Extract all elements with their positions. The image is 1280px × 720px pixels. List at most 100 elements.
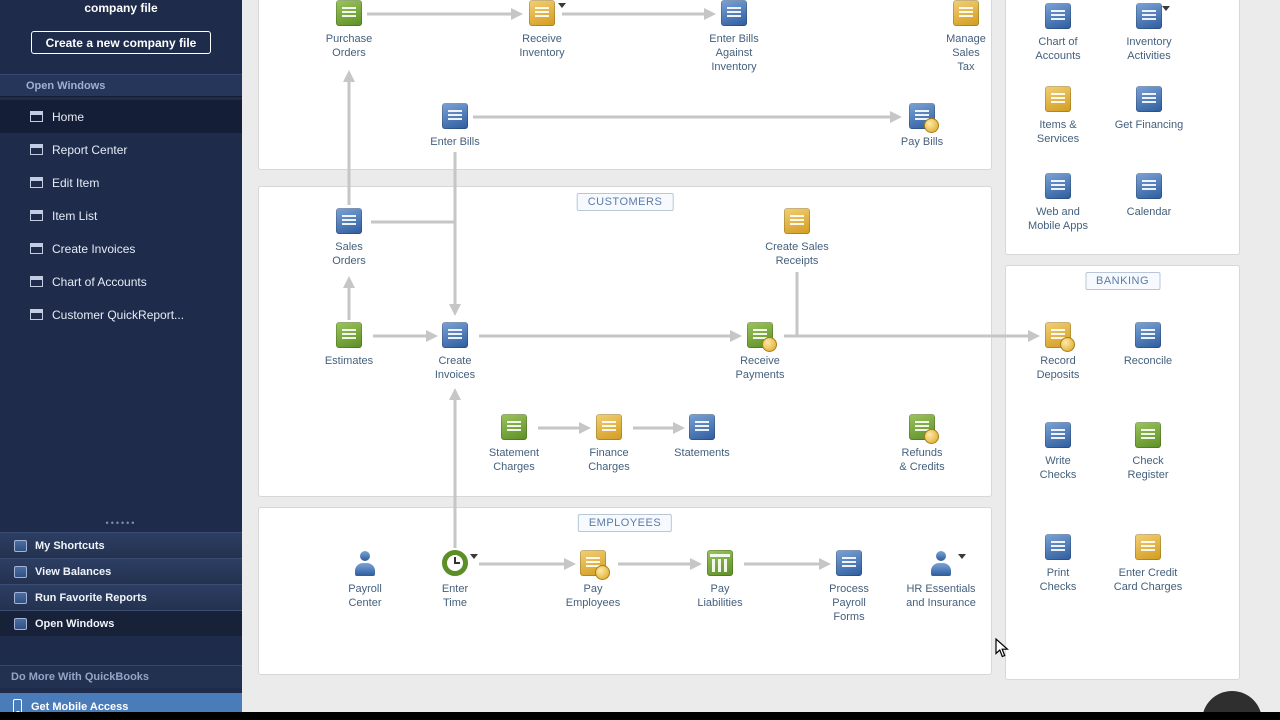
flow-item-get-financing[interactable]: Get Financing bbox=[1103, 86, 1195, 132]
do-more-header: Do More With QuickBooks bbox=[0, 665, 242, 688]
sidebar-item-label: Customer QuickReport... bbox=[52, 307, 185, 322]
vendors-panel bbox=[258, 0, 992, 170]
flow-item-purchase-orders[interactable]: Purchase Orders bbox=[303, 0, 395, 60]
sidebar-tab-open-windows[interactable]: Open Windows bbox=[0, 610, 242, 636]
sidebar-tab-my-shortcuts[interactable]: My Shortcuts bbox=[0, 532, 242, 558]
customers-panel: CUSTOMERS bbox=[258, 186, 992, 497]
flow-item-calendar[interactable]: Calendar bbox=[1103, 173, 1195, 219]
flow-item-statement-charges[interactable]: Statement Charges bbox=[468, 414, 560, 474]
customers-section-label: CUSTOMERS bbox=[576, 193, 674, 211]
sidebar-item-edit-item[interactable]: Edit Item bbox=[0, 166, 242, 199]
window-icon bbox=[30, 210, 43, 221]
receive-inventory-dropdown-caret[interactable] bbox=[558, 3, 566, 8]
flow-item-refunds-credits[interactable]: Refunds & Credits bbox=[876, 414, 968, 474]
window-icon bbox=[30, 144, 43, 155]
view-balances-icon bbox=[14, 565, 27, 578]
flow-item-create-sales-receipts[interactable]: Create Sales Receipts bbox=[751, 208, 843, 268]
window-icon bbox=[30, 243, 43, 254]
open-windows-list: Home Report Center Edit Item Item List C… bbox=[0, 100, 242, 331]
mouse-cursor bbox=[995, 638, 1009, 658]
sidebar-item-customer-quickreport[interactable]: Customer QuickReport... bbox=[0, 298, 242, 331]
flow-item-finance-charges[interactable]: Finance Charges bbox=[563, 414, 655, 474]
sidebar-item-home[interactable]: Home bbox=[0, 100, 242, 133]
employees-section-label: EMPLOYEES bbox=[577, 514, 673, 532]
flow-item-pay-employees[interactable]: Pay Employees bbox=[547, 550, 639, 610]
flow-item-reconcile[interactable]: Reconcile bbox=[1102, 322, 1194, 368]
create-company-file-button[interactable]: Create a new company file bbox=[31, 31, 211, 54]
flow-item-enter-bills[interactable]: Enter Bills bbox=[409, 103, 501, 149]
flow-item-chart-of-accounts[interactable]: Chart of Accounts bbox=[1012, 3, 1104, 63]
flow-item-enter-credit-card-charges[interactable]: Enter Credit Card Charges bbox=[1102, 534, 1194, 594]
flow-item-hr-essentials[interactable]: HR Essentials and Insurance bbox=[895, 550, 987, 610]
sidebar-item-label: Item List bbox=[52, 208, 98, 223]
run-favorite-reports-icon bbox=[14, 591, 27, 604]
flow-item-record-deposits[interactable]: Record Deposits bbox=[1012, 322, 1104, 382]
flow-item-receive-inventory[interactable]: Receive Inventory bbox=[496, 0, 588, 60]
estimates-icon bbox=[336, 322, 362, 348]
sidebar-item-chart-of-accounts[interactable]: Chart of Accounts bbox=[0, 265, 242, 298]
sidebar-tab-label: Run Favorite Reports bbox=[35, 591, 147, 604]
flow-item-pay-liabilities[interactable]: Pay Liabilities bbox=[674, 550, 766, 610]
get-financing-icon bbox=[1136, 86, 1162, 112]
record-deposits-icon bbox=[1045, 322, 1075, 352]
flow-item-web-mobile-apps[interactable]: Web and Mobile Apps bbox=[1012, 173, 1104, 233]
open-windows-icon bbox=[14, 617, 27, 630]
write-checks-icon bbox=[1045, 422, 1071, 448]
open-windows-header: Open Windows bbox=[0, 74, 242, 97]
flow-item-manage-sales-tax[interactable]: Manage Sales Tax bbox=[920, 0, 1012, 74]
pay-liabilities-icon bbox=[707, 550, 733, 576]
purchase-orders-icon bbox=[336, 0, 362, 26]
sidebar-section-tabs: My Shortcuts View Balances Run Favorite … bbox=[0, 532, 242, 636]
payroll-center-icon bbox=[352, 550, 378, 576]
sidebar-tab-run-favorite-reports[interactable]: Run Favorite Reports bbox=[0, 584, 242, 610]
window-icon bbox=[30, 309, 43, 320]
flow-item-receive-payments[interactable]: Receive Payments bbox=[714, 322, 806, 382]
web-and-mobile-apps-icon bbox=[1045, 173, 1071, 199]
flow-item-pay-bills[interactable]: Pay Bills bbox=[876, 103, 968, 149]
flow-item-statements[interactable]: Statements bbox=[656, 414, 748, 460]
sidebar-tab-label: Open Windows bbox=[35, 617, 115, 630]
left-sidebar: company file Create a new company file O… bbox=[0, 0, 242, 720]
flow-item-create-invoices[interactable]: Create Invoices bbox=[409, 322, 501, 382]
flow-item-enter-bills-against-inventory[interactable]: Enter Bills Against Inventory bbox=[688, 0, 780, 74]
enter-bills-icon bbox=[442, 103, 468, 129]
sidebar-item-label: Edit Item bbox=[52, 175, 100, 190]
company-panel bbox=[1005, 0, 1240, 255]
flow-item-write-checks[interactable]: Write Checks bbox=[1012, 422, 1104, 482]
sidebar-item-item-list[interactable]: Item List bbox=[0, 199, 242, 232]
inventory-activities-dropdown-caret[interactable] bbox=[1162, 6, 1170, 11]
flow-item-process-payroll-forms[interactable]: Process Payroll Forms bbox=[803, 550, 895, 624]
flow-item-inventory-activities[interactable]: Inventory Activities bbox=[1103, 3, 1195, 63]
manage-sales-tax-icon bbox=[953, 0, 979, 26]
flow-item-items-services[interactable]: Items & Services bbox=[1012, 86, 1104, 146]
employees-panel: EMPLOYEES bbox=[258, 507, 992, 675]
flow-item-print-checks[interactable]: Print Checks bbox=[1012, 534, 1104, 594]
sidebar-item-create-invoices[interactable]: Create Invoices bbox=[0, 232, 242, 265]
enter-time-icon bbox=[442, 550, 468, 576]
sidebar-tab-view-balances[interactable]: View Balances bbox=[0, 558, 242, 584]
hr-essentials-dropdown-caret[interactable] bbox=[958, 554, 966, 559]
sidebar-tab-label: View Balances bbox=[35, 565, 112, 578]
receive-inventory-icon bbox=[529, 0, 555, 26]
flow-item-payroll-center[interactable]: Payroll Center bbox=[319, 550, 411, 610]
sales-orders-icon bbox=[336, 208, 362, 234]
pay-employees-icon bbox=[580, 550, 610, 580]
sidebar-resize-handle[interactable]: •••••• bbox=[105, 518, 137, 528]
sidebar-item-label: Chart of Accounts bbox=[52, 274, 147, 289]
create-invoices-icon bbox=[442, 322, 468, 348]
flow-item-estimates[interactable]: Estimates bbox=[303, 322, 395, 368]
flow-item-sales-orders[interactable]: Sales Orders bbox=[303, 208, 395, 268]
enter-time-dropdown-caret[interactable] bbox=[470, 554, 478, 559]
sidebar-item-report-center[interactable]: Report Center bbox=[0, 133, 242, 166]
sidebar-tab-label: My Shortcuts bbox=[35, 539, 105, 552]
create-sales-receipts-icon bbox=[784, 208, 810, 234]
sidebar-item-label: Home bbox=[52, 109, 85, 124]
company-file-text: company file bbox=[84, 1, 158, 15]
flow-item-enter-time[interactable]: Enter Time bbox=[409, 550, 501, 610]
items-services-icon bbox=[1045, 86, 1071, 112]
refunds-credits-icon bbox=[909, 414, 939, 444]
window-icon bbox=[30, 111, 43, 122]
letterbox-bottom-bar bbox=[0, 712, 1280, 720]
flow-item-check-register[interactable]: Check Register bbox=[1102, 422, 1194, 482]
